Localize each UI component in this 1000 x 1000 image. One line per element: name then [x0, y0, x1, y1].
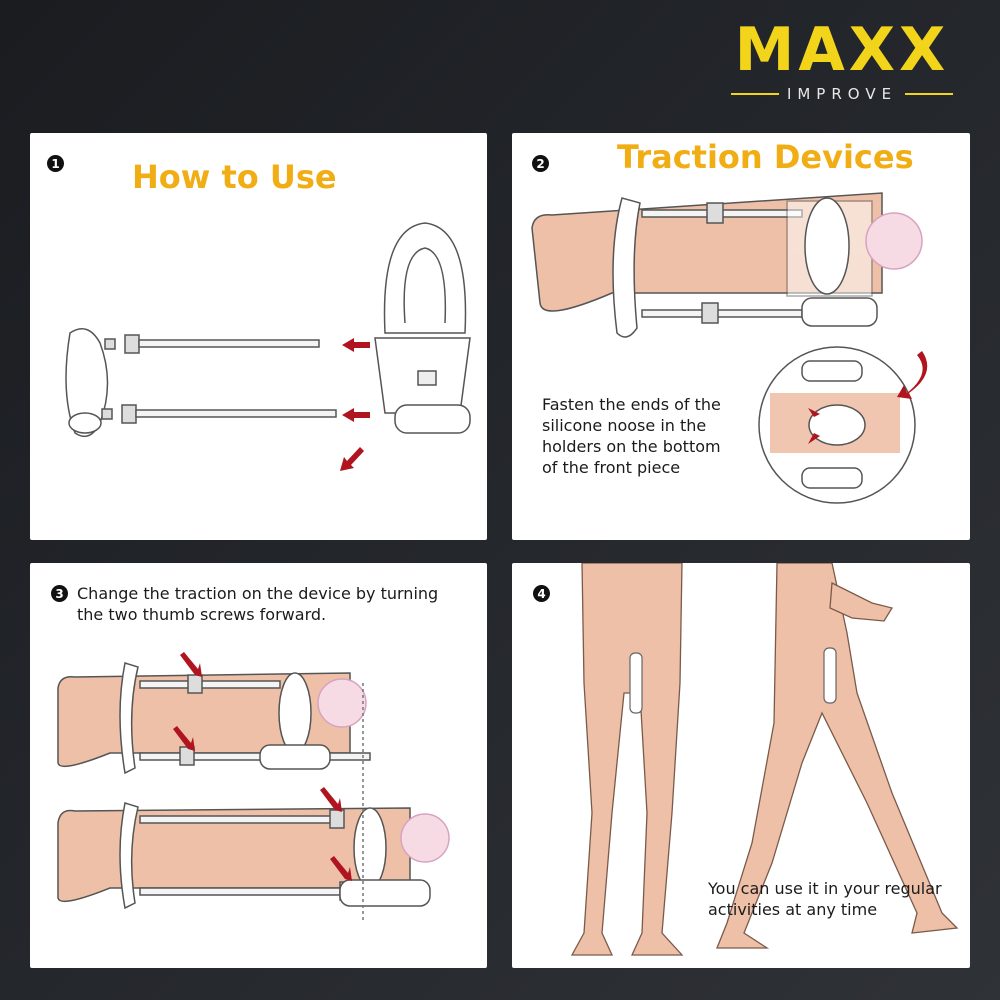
brand-tagline: IMPROVE — [786, 85, 898, 103]
caption-line: silicone noose in the — [542, 416, 707, 435]
caption-line: holders on the bottom — [542, 437, 721, 456]
panel-caption: Change the traction on the device by tur… — [77, 583, 477, 625]
daily-activity-figures — [570, 563, 959, 956]
step-panel-4: 4 You can use it in your regular activit… — [512, 563, 970, 968]
panel-heading: How to Use — [132, 158, 337, 196]
panel-caption: You can use it in your regular activitie… — [708, 878, 968, 920]
caption-line: You can use it in your regular — [708, 879, 942, 898]
brand-logo: MAXX IMPROVE — [712, 18, 972, 108]
step-panel-3: 3 Change the traction on the device by t… — [30, 563, 487, 968]
step-number-badge: 1 — [47, 155, 64, 172]
step-number-badge: 2 — [532, 155, 549, 172]
caption-line: Change the traction on the device by tur… — [77, 584, 439, 603]
caption-line: Fasten the ends of the — [542, 395, 721, 414]
caption-line: the two thumb screws forward. — [77, 605, 327, 624]
step-number-badge: 3 — [51, 585, 68, 602]
step-panel-1: 1 How to Use — [30, 133, 487, 540]
caption-line: of the front piece — [542, 458, 681, 477]
noose-fastening-diagram — [531, 192, 928, 504]
thumb-screw-adjustment-diagram — [57, 652, 450, 923]
panel-heading: Traction Devices — [617, 138, 914, 176]
step-number-badge: 4 — [533, 585, 550, 602]
brand-tagline-row: IMPROVE — [712, 84, 972, 104]
panel-caption: Fasten the ends of the silicone noose in… — [542, 394, 752, 478]
tagline-rule-right — [905, 93, 954, 95]
caption-line: activities at any time — [708, 900, 878, 919]
tagline-rule-left — [730, 93, 779, 95]
device-assembly-diagram — [65, 222, 471, 471]
step-panel-2: 2 Traction Devices — [512, 133, 970, 540]
brand-name: MAXX — [734, 15, 950, 85]
